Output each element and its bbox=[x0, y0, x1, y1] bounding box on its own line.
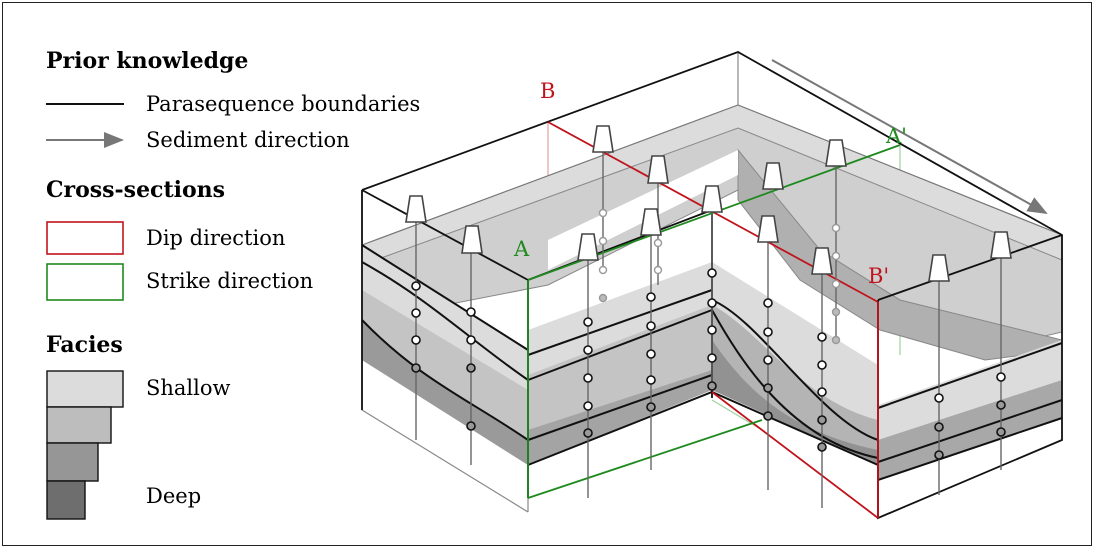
dip-face-layer-2 bbox=[712, 305, 878, 465]
label-a-prime: A' bbox=[885, 124, 907, 148]
legend-dip: Dip direction bbox=[146, 226, 285, 250]
dip-swatch bbox=[46, 221, 124, 255]
well-head-5 bbox=[825, 139, 847, 167]
legend-prior-title: Prior knowledge bbox=[46, 48, 248, 74]
legend-shallow: Shallow bbox=[146, 376, 231, 400]
legend-facies-title: Facies bbox=[46, 332, 123, 358]
facies-swatch-4 bbox=[46, 480, 86, 520]
well-head-3 bbox=[592, 125, 614, 153]
well-head-7 bbox=[640, 208, 662, 236]
well-head-1 bbox=[405, 195, 427, 223]
well-head-2 bbox=[461, 225, 483, 254]
facies-swatch-2 bbox=[46, 406, 112, 444]
facies-swatch-3 bbox=[46, 442, 99, 482]
legend-strike: Strike direction bbox=[146, 269, 313, 293]
well-head-13 bbox=[990, 231, 1012, 259]
facies-swatch-1 bbox=[46, 370, 124, 408]
legend-cross-title: Cross-sections bbox=[46, 177, 225, 203]
dip-face-layer-3 bbox=[712, 340, 878, 465]
legend: Prior knowledge Parasequence boundaries … bbox=[46, 48, 420, 520]
sediment-direction-arrow bbox=[771, 59, 1048, 214]
well-head-9 bbox=[762, 162, 784, 190]
sample-points-back-deep bbox=[598, 293, 841, 345]
well-head-8 bbox=[701, 185, 723, 213]
legend-sediment: Sediment direction bbox=[146, 128, 350, 152]
well-head-11 bbox=[811, 247, 833, 275]
sample-points-back bbox=[598, 208, 841, 289]
well-head-12 bbox=[928, 254, 950, 282]
label-b-prime: B' bbox=[868, 264, 889, 288]
sample-points-deep bbox=[411, 363, 1006, 460]
well-head-6 bbox=[577, 233, 599, 261]
well-heads bbox=[405, 125, 1012, 282]
legend-deep: Deep bbox=[146, 484, 201, 508]
left-face-layer-3 bbox=[362, 320, 528, 465]
label-b: B bbox=[540, 79, 555, 103]
block: B B' A A' bbox=[361, 51, 1063, 520]
well-head-4 bbox=[647, 155, 669, 184]
label-a: A bbox=[513, 237, 530, 261]
well-head-10 bbox=[757, 215, 779, 243]
legend-parasequence: Parasequence boundaries bbox=[146, 92, 420, 116]
mid-face-layer-3 bbox=[528, 370, 712, 465]
strike-swatch bbox=[46, 263, 124, 301]
sample-points bbox=[411, 268, 1006, 411]
